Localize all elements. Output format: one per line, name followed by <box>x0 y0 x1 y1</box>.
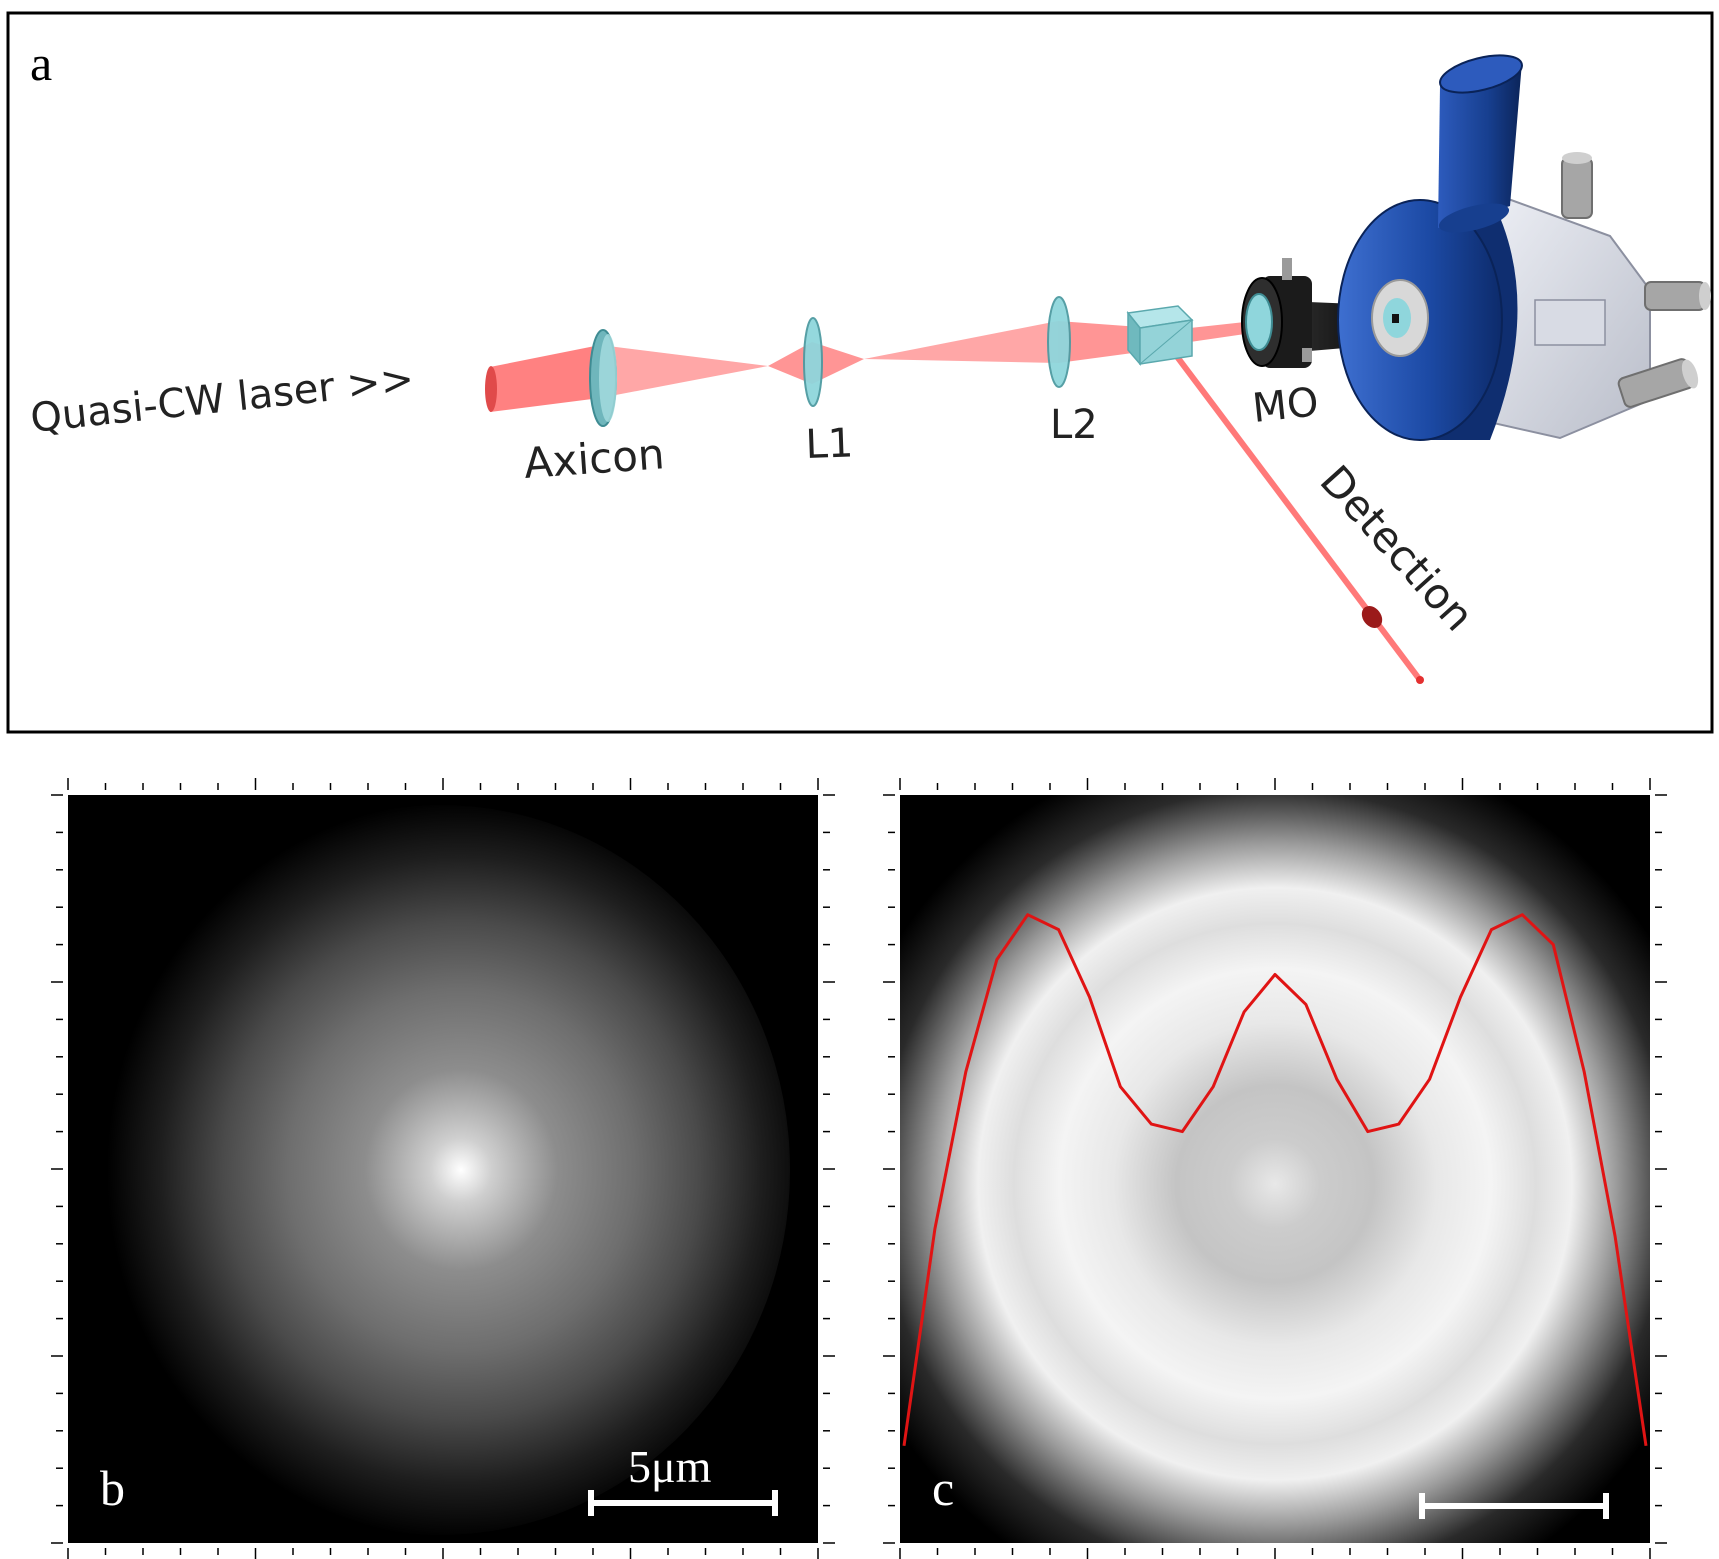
beam-l1-to-l2 <box>864 321 1058 363</box>
label-axicon: Axicon <box>522 429 666 488</box>
intensity-profile-line <box>902 913 1648 1447</box>
lens-l1 <box>803 317 823 407</box>
panel-c: c <box>883 778 1667 1559</box>
panel-c-letter: c <box>932 1460 954 1516</box>
sample-chamber <box>1337 54 1711 441</box>
panel-b-beam-image <box>90 805 790 1535</box>
panel-b: b 5μm <box>51 778 835 1559</box>
axicon-optic <box>589 329 617 427</box>
beamsplitter-cube <box>1126 305 1194 367</box>
panel-b-scalebar <box>588 1490 778 1516</box>
beam-l2-to-cube <box>1058 321 1140 363</box>
panel-a: a <box>6 11 1714 734</box>
stage-knob-top <box>1561 152 1593 219</box>
lens-l2 <box>1047 296 1071 388</box>
scalebar-label: 5μm <box>628 1441 712 1492</box>
beam-cube-to-mo <box>1190 322 1245 342</box>
label-l2: L2 <box>1050 402 1098 448</box>
panel-c-ring-image <box>900 795 1650 1543</box>
panel-b-ticks <box>51 778 835 1559</box>
panel-c-ticks <box>883 778 1667 1559</box>
beam-axicon-to-l1 <box>600 345 768 398</box>
beam-at-l1-left <box>768 342 812 384</box>
stage-knob-right <box>1644 281 1711 311</box>
stage-knob-bottom <box>1617 358 1699 408</box>
panel-b-letter: b <box>100 1460 125 1516</box>
label-mo: MO <box>1250 379 1320 432</box>
detection-beam <box>1169 348 1424 684</box>
intensity-profile-plot <box>902 913 1648 1447</box>
panel-c-scalebar <box>1419 1493 1609 1519</box>
label-l1: L1 <box>805 420 854 468</box>
panel-a-letter: a <box>30 35 52 91</box>
beam-at-l1-right <box>812 342 864 384</box>
laser-beam-input <box>485 345 600 412</box>
